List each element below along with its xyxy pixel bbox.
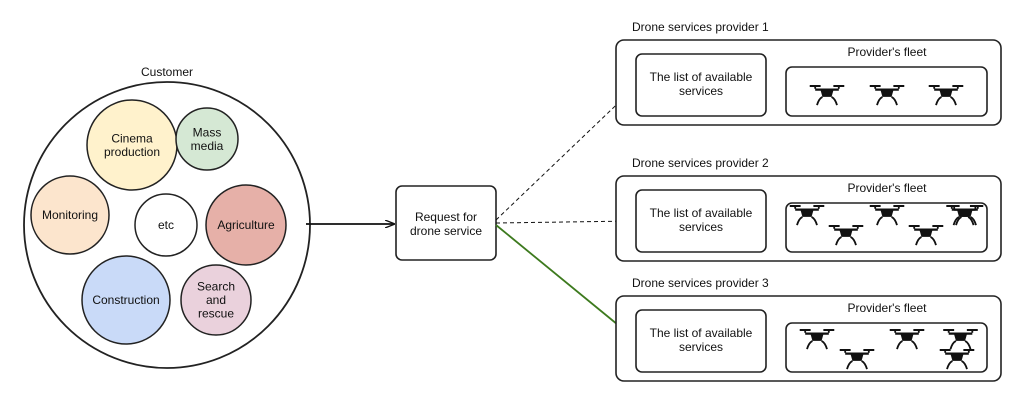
text-line: drone service: [410, 224, 482, 238]
category-circle: [30, 175, 110, 255]
request-to-provider-3-arrow: [495, 224, 634, 338]
text-line: Monitoring: [42, 208, 98, 222]
category-circle: [180, 264, 252, 336]
text-line: media: [191, 139, 224, 153]
request-to-provider-1-arrow: [495, 88, 634, 221]
category-bubble: etc: [134, 193, 198, 257]
text-line: services: [679, 220, 723, 234]
fleet-title: Provider's fleet: [848, 181, 928, 195]
category-label: Construction: [92, 293, 159, 307]
text-line: etc: [158, 218, 174, 232]
services-list-box: [635, 189, 767, 253]
providers-group: Drone services provider 1 The list of ava…: [615, 20, 1002, 382]
category-label: etc: [158, 218, 174, 232]
services-list-box: [635, 53, 767, 117]
text-line: Construction: [92, 293, 159, 307]
request-to-provider-2-arrow: [495, 221, 634, 223]
category-bubble: Construction: [81, 255, 171, 345]
provider-title: Drone services provider 1: [632, 20, 769, 34]
category-circle: [134, 193, 198, 257]
text-line: production: [104, 145, 160, 159]
text-line: Cinema: [111, 131, 153, 145]
category-circle: [81, 255, 171, 345]
category-bubble: Monitoring: [30, 175, 110, 255]
provider-1: Drone services provider 1 The list of ava…: [615, 20, 1002, 126]
provider-title: Drone services provider 3: [632, 276, 769, 290]
text-line: Search: [197, 280, 235, 294]
fleet-title: Provider's fleet: [848, 45, 928, 59]
category-label: Monitoring: [42, 208, 98, 222]
text-line: Agriculture: [217, 218, 275, 232]
text-line: services: [679, 340, 723, 354]
customer-label: Customer: [141, 65, 193, 79]
provider-title: Drone services provider 2: [632, 156, 769, 170]
text-line: Request for: [415, 210, 477, 224]
category-label: Agriculture: [217, 218, 275, 232]
text-line: The list of available: [650, 206, 753, 220]
category-circle: [175, 107, 239, 171]
fleet-box: [785, 202, 988, 253]
services-list-box: [635, 309, 767, 373]
fleet-box: [785, 322, 988, 373]
fleet-title: Provider's fleet: [848, 301, 928, 315]
text-line: The list of available: [650, 70, 753, 84]
text-line: services: [679, 84, 723, 98]
provider-3: Drone services provider 3 The list of ava…: [615, 276, 1002, 382]
category-circle: [205, 184, 287, 266]
text-line: The list of available: [650, 326, 753, 340]
text-line: Mass: [193, 125, 222, 139]
category-bubble: Agriculture: [205, 184, 287, 266]
text-line: rescue: [198, 307, 234, 321]
text-line: and: [206, 293, 226, 307]
provider-2: Drone services provider 2 The list of ava…: [615, 156, 1002, 262]
